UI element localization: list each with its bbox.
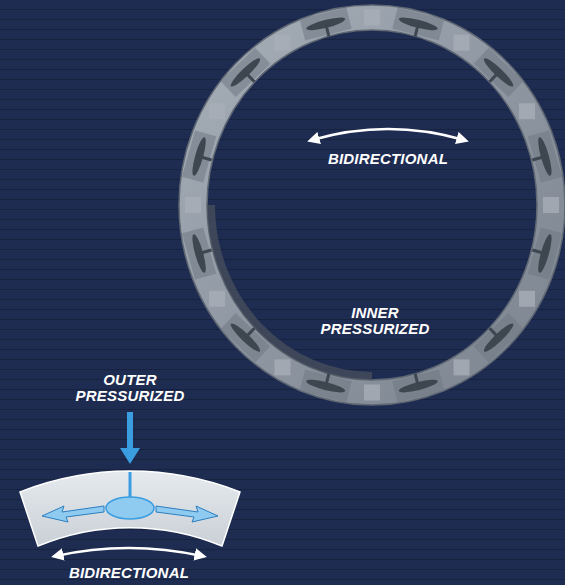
bearing-pad: [300, 7, 352, 42]
land-square: [454, 35, 470, 51]
direction-label: BIDIRECTIONAL: [69, 565, 189, 581]
land-square: [209, 291, 225, 307]
pressure-label: INNER PRESSURIZED: [305, 305, 445, 337]
bearing-pad: [526, 227, 562, 280]
bearing-pad: [182, 130, 218, 183]
pressure-arrow: [120, 412, 140, 464]
bearing-pad: [182, 227, 218, 280]
bidirectional-arrow: [312, 129, 464, 140]
bearing-pad: [392, 7, 444, 42]
land-square: [364, 10, 380, 26]
land-square: [275, 35, 291, 51]
direction-label: BIDIRECTIONAL: [328, 151, 448, 167]
land-square: [209, 103, 225, 119]
land-square: [185, 197, 201, 213]
land-square: [364, 385, 380, 401]
land-square: [519, 291, 535, 307]
bearing-pad: [300, 368, 352, 403]
feed-hole: [129, 472, 132, 497]
ring-inner-face: [211, 205, 372, 376]
bearing-pad: [472, 48, 523, 99]
flow-arrow: [156, 506, 218, 522]
bearing-pad: [472, 312, 523, 363]
land-square: [519, 103, 535, 119]
pressure-label: OUTER PRESSURIZED: [60, 372, 200, 404]
bidirectional-arrow: [56, 548, 202, 556]
ring-body: [179, 5, 565, 405]
pressure-pocket: [106, 497, 154, 519]
land-square: [275, 359, 291, 375]
flow-arrow: [42, 506, 104, 522]
land-square: [454, 359, 470, 375]
bearing-pad: [526, 130, 562, 183]
bearing-segment: [20, 471, 240, 546]
bearing-pad: [392, 368, 444, 403]
bearing-pad: [220, 312, 271, 363]
land-square: [543, 197, 559, 213]
bearing-pad: [220, 48, 271, 99]
